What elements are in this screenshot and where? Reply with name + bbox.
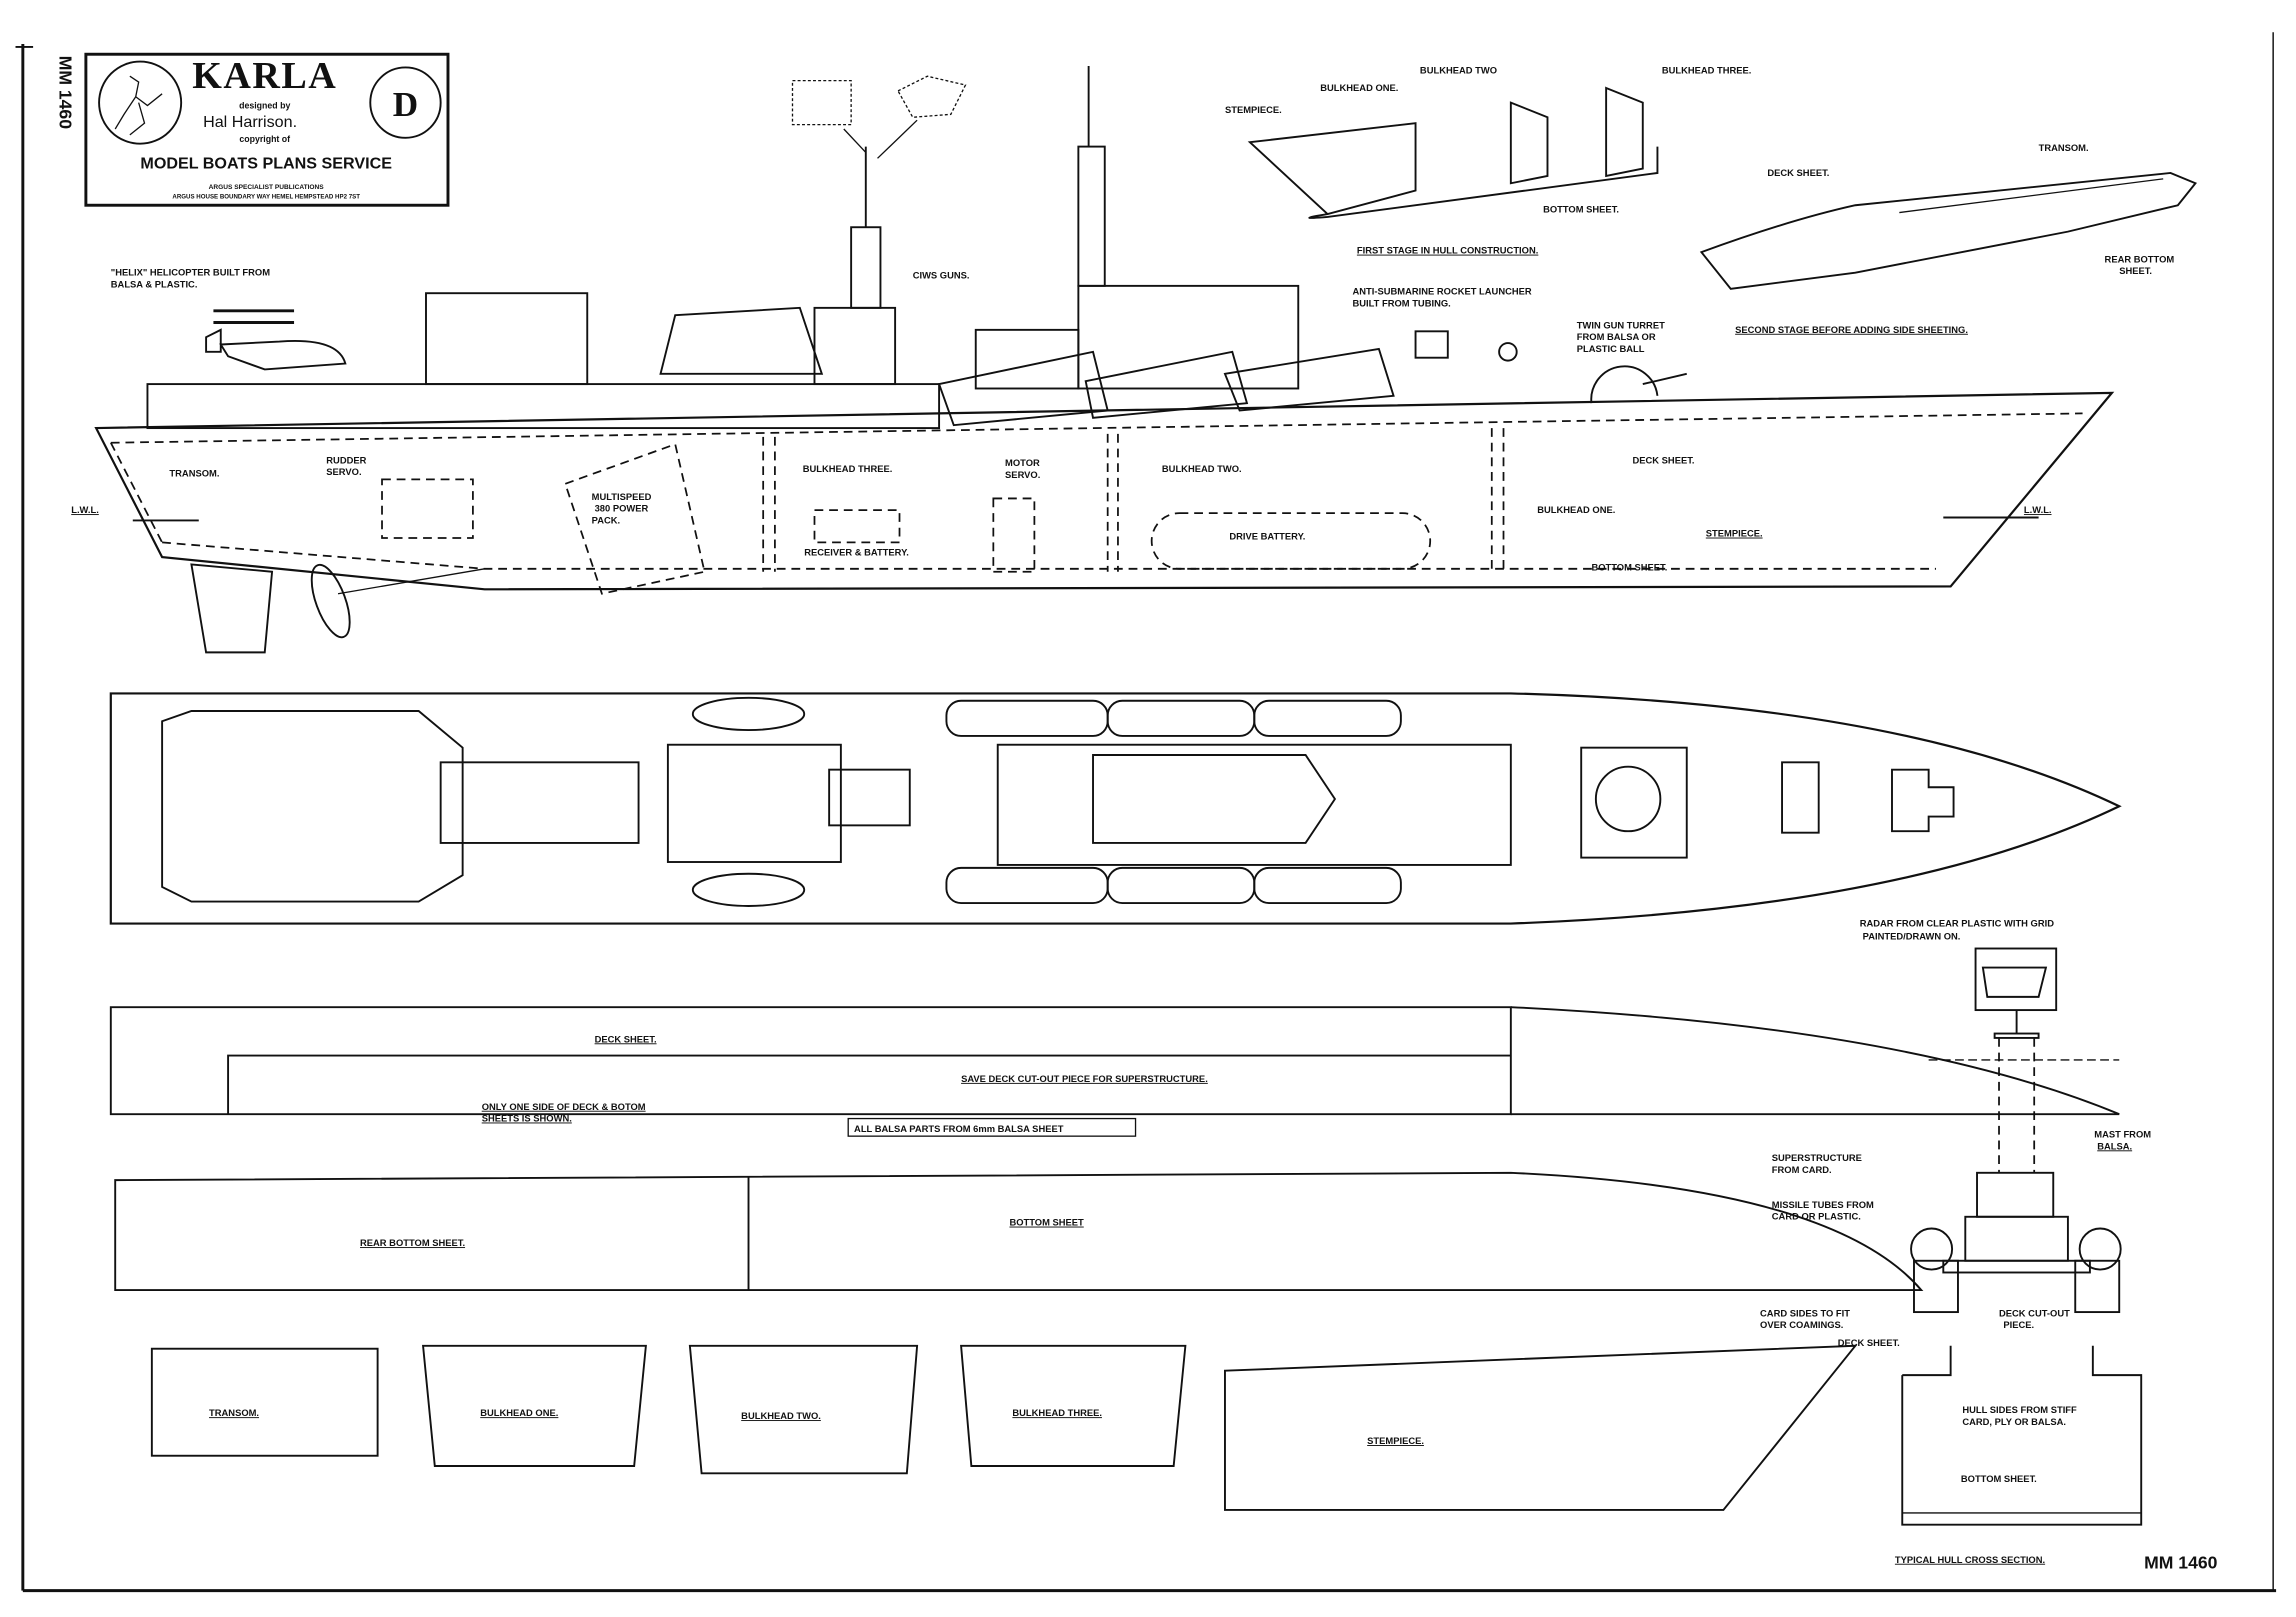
drawing-label: HULL SIDES FROM STIFF	[1962, 1405, 2077, 1415]
drawing-label: ONLY ONE SIDE OF DECK & BOTOM	[482, 1102, 646, 1112]
drawing-label: SERVO.	[326, 467, 361, 477]
runner-logo	[114, 75, 163, 136]
drawing-label: ANTI-SUBMARINE ROCKET LAUNCHER	[1353, 287, 1532, 297]
radar-grid-details	[791, 75, 967, 159]
drawing-label: BOTTOM SHEET.	[1591, 562, 1667, 572]
missile-tubes	[945, 699, 1402, 905]
drawing-label: DECK SHEET.	[1838, 1338, 1900, 1348]
grade-letter: D	[393, 85, 418, 124]
drawing-label: STEMPIECE.	[1706, 529, 1763, 539]
drawing-label: STEMPIECE.	[1367, 1436, 1424, 1446]
drawing-label: BULKHEAD TWO	[1420, 65, 1497, 75]
drawing-label: OVER COAMINGS.	[1760, 1320, 1843, 1330]
drawing-label: BULKHEAD THREE.	[1012, 1408, 1102, 1418]
drawing-label: BOTTOM SHEET.	[1543, 205, 1619, 215]
drawing-label: TRANSOM.	[209, 1408, 259, 1418]
side-view-labels: "HELIX" HELICOPTER BUILT FROM BALSA & PL…	[71, 268, 2051, 573]
boat-name: KARLA	[192, 55, 337, 97]
drawing-label: BALSA.	[2097, 1141, 2132, 1151]
side-elevation	[94, 65, 2115, 654]
drawing-label: "HELIX" HELICOPTER BUILT FROM	[111, 268, 270, 278]
drawing-label: REAR BOTTOM	[2105, 254, 2175, 264]
drawing-label: MULTISPEED	[592, 492, 652, 502]
drawing-label: TWIN GUN TURRET	[1577, 320, 1665, 330]
drawing-label: BULKHEAD ONE.	[1537, 505, 1615, 515]
drawing-label: PIECE.	[2003, 1320, 2034, 1330]
title-block: D KARLA designed by Hal Harrison. copyri…	[84, 52, 450, 207]
drawing-label: DECK SHEET.	[1633, 455, 1695, 465]
drawing-label: DRIVE BATTERY.	[1229, 531, 1305, 541]
drawing-label: SERVO.	[1005, 470, 1040, 480]
designer-name: Hal Harrison.	[203, 113, 297, 131]
drawing-label: BULKHEAD THREE.	[1662, 65, 1752, 75]
first-stage-hull-diagram: STEMPIECE. BULKHEAD ONE. BULKHEAD TWO BU…	[1225, 65, 1751, 255]
drawing-label: SECOND STAGE BEFORE ADDING SIDE SHEETING…	[1735, 325, 1968, 335]
drawing-label: BALSA & PLASTIC.	[111, 279, 198, 289]
drawing-label: SHEETS IS SHOWN.	[482, 1113, 572, 1123]
drawing-label: STEMPIECE.	[1225, 105, 1282, 115]
drawing-label: BULKHEAD ONE.	[480, 1408, 558, 1418]
drawing-label: TYPICAL HULL CROSS SECTION.	[1895, 1555, 2045, 1565]
drawing-label: CARD, PLY OR BALSA.	[1962, 1417, 2066, 1427]
drawing-label: BULKHEAD THREE.	[803, 464, 893, 474]
publisher-address: ARGUS HOUSE BOUNDARY WAY HEMEL HEMPSTEAD…	[172, 194, 360, 201]
drawing-label: DECK SHEET.	[595, 1034, 657, 1044]
drawing-label: FIRST STAGE IN HULL CONSTRUCTION.	[1357, 246, 1538, 256]
drawing-label: DECK SHEET.	[1767, 168, 1829, 178]
drawing-label: BOTTOM SHEET	[1009, 1218, 1084, 1228]
drawing-label: PLASTIC BALL	[1577, 344, 1645, 354]
sheet-border	[15, 32, 2277, 1593]
vertical-plan-number: MM 1460	[55, 56, 75, 129]
drawing-label: REAR BOTTOM SHEET.	[360, 1238, 465, 1248]
drawing-label: FROM BALSA OR	[1577, 332, 1656, 342]
drawing-label: CARD OR PLASTIC.	[1772, 1212, 1861, 1222]
drawing-label: RUDDER	[326, 455, 366, 465]
second-stage-hull-diagram: DECK SHEET. TRANSOM. REAR BOTTOM SHEET. …	[1699, 143, 2197, 335]
deck-sheet-part: DECK SHEET. SAVE DECK CUT-OUT PIECE FOR …	[109, 1006, 2120, 1137]
drawing-label: ALL BALSA PARTS FROM 6mm BALSA SHEET	[854, 1124, 1064, 1134]
drawing-label: MAST FROM	[2094, 1130, 2151, 1140]
drawing-label: CIWS GUNS.	[913, 271, 970, 281]
drawing-label: 380 POWER	[595, 504, 649, 514]
plan-number: MM 1460	[2144, 1553, 2217, 1573]
drawing-label: PAINTED/DRAWN ON.	[1863, 932, 1961, 942]
drawing-label: BULKHEAD ONE.	[1320, 83, 1398, 93]
drawing-label: L.W.L.	[71, 505, 99, 515]
drawing-label: SUPERSTRUCTURE	[1772, 1153, 1862, 1163]
drawing-label: TRANSOM.	[2039, 143, 2089, 153]
drawing-label: TRANSOM.	[169, 468, 219, 478]
drawing-label: MOTOR	[1005, 458, 1040, 468]
drawing-label: MISSILE TUBES FROM	[1772, 1200, 1874, 1210]
drawing-label: FROM CARD.	[1772, 1165, 1832, 1175]
drawing-label: PACK.	[592, 515, 620, 525]
drawing-label: BUILT FROM TUBING.	[1353, 298, 1451, 308]
bulkhead-parts: TRANSOM. BULKHEAD ONE. BULKHEAD TWO. BUL…	[150, 1344, 1858, 1511]
drawing-label: DECK CUT-OUT	[1999, 1308, 2070, 1318]
drawing-label: SHEET.	[2119, 266, 2152, 276]
hull-cross-section: RADAR FROM CLEAR PLASTIC WITH GRID PAINT…	[1760, 919, 2151, 1565]
copyright-label: copyright of	[239, 134, 290, 144]
drawing-label: RECEIVER & BATTERY.	[804, 548, 909, 558]
publisher: ARGUS SPECIALIST PUBLICATIONS	[209, 184, 325, 191]
deck-plan-view	[109, 692, 2122, 925]
drawing-label: BULKHEAD TWO.	[741, 1411, 821, 1421]
drawing-label: CARD SIDES TO FIT	[1760, 1308, 1850, 1318]
bottom-sheet-part: REAR BOTTOM SHEET. BOTTOM SHEET	[114, 1171, 1924, 1292]
drawing-label: BULKHEAD TWO.	[1162, 464, 1242, 474]
drawing-label: L.W.L.	[2024, 505, 2052, 515]
drawing-label: RADAR FROM CLEAR PLASTIC WITH GRID	[1860, 919, 2054, 929]
designed-by: designed by	[239, 100, 290, 110]
drawing-label: SAVE DECK CUT-OUT PIECE FOR SUPERSTRUCTU…	[961, 1074, 1208, 1084]
service-name: MODEL BOATS PLANS SERVICE	[140, 155, 392, 173]
drawing-label: BOTTOM SHEET.	[1961, 1474, 2037, 1484]
